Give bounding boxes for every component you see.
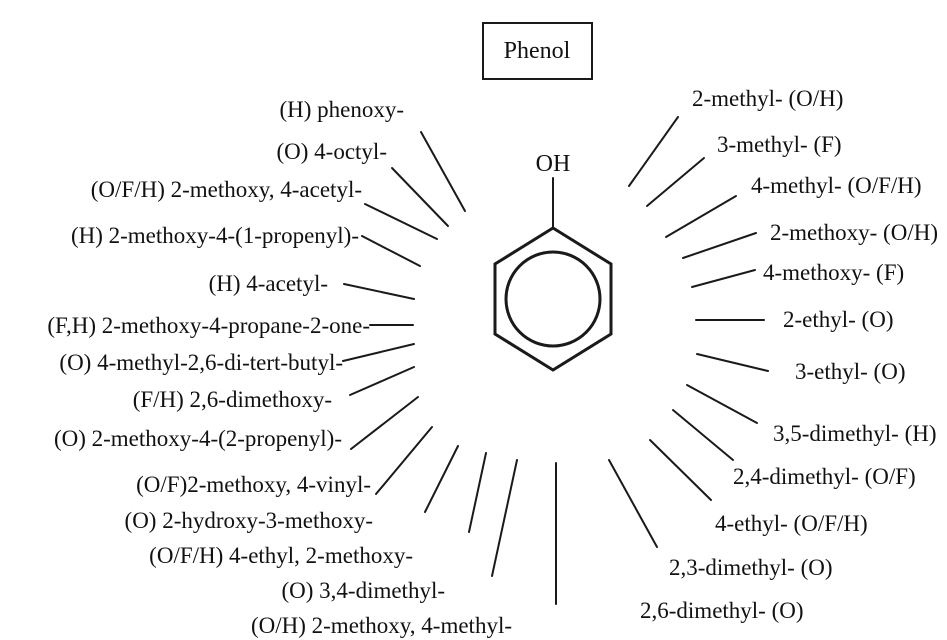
leader-line [491, 459, 518, 577]
right-substituent-label: 2,3-dimethyl- (O) [669, 555, 833, 580]
right-substituent-label: 3-methyl- (F) [717, 132, 842, 157]
left-substituent-label: (F/H) 2,6-dimethoxy- [133, 387, 332, 412]
left-substituent-label: (O) 4-methyl-2,6-di-tert-butyl- [59, 350, 343, 375]
left-substituent-label: (O) 2-methoxy-4-(2-propenyl)- [54, 426, 342, 451]
leader-line [649, 439, 712, 501]
right-substituent-label: 2-methyl- (O/H) [692, 86, 843, 111]
left-substituent-label: (O/H) 2-methoxy, 4-methyl- [251, 613, 512, 638]
hydroxyl-label: OH [536, 151, 571, 177]
right-substituent-label: 4-methoxy- (F) [763, 260, 904, 285]
right-substituent-label: 3,5-dimethyl- (H) [773, 421, 937, 446]
right-substituent-label: 2-methoxy- (O/H) [770, 220, 938, 245]
benzene-ring-hexagon [493, 226, 613, 372]
left-substituent-label: (O) 3,4-dimethyl- [281, 578, 445, 603]
right-substituent-label: 2-ethyl- (O) [783, 307, 894, 332]
leader-line [391, 167, 449, 227]
leader-line [682, 232, 757, 259]
page-title: Phenol [504, 38, 571, 64]
left-substituent-label: (H) 4-acetyl- [209, 271, 328, 296]
leader-line [364, 203, 438, 240]
left-substituent-label: (O/F)2-methoxy, 4-vinyl- [136, 472, 371, 497]
left-substituent-label: (F,H) 2-methoxy-4-propane-2-one- [47, 313, 370, 338]
left-substituent-label: (O/F/H) 4-ethyl, 2-methoxy- [149, 543, 413, 568]
left-substituent-label: (O) 4-octyl- [277, 139, 388, 164]
leader-line [342, 343, 415, 362]
leader-line [628, 116, 679, 187]
left-substituent-label: (H) phenoxy- [279, 97, 404, 122]
leader-line [468, 452, 487, 533]
leader-line [686, 384, 758, 424]
leader-line [350, 396, 419, 450]
leader-line [691, 269, 756, 288]
right-substituent-label: 4-methyl- (O/F/H) [751, 173, 922, 198]
leader-line [646, 157, 705, 207]
leader-line [420, 131, 466, 212]
left-substituent-label: (H) 2-methoxy-4-(1-propenyl)- [71, 223, 359, 248]
left-substituent-label: (O/F/H) 2-methoxy, 4-acetyl- [91, 177, 362, 202]
title-box [482, 22, 593, 80]
right-substituent-label: 4-ethyl- (O/F/H) [715, 511, 868, 536]
right-substituent-label: 2,6-dimethyl- (O) [640, 598, 804, 623]
leader-line [672, 409, 734, 461]
leader-line [349, 366, 415, 396]
leader-line [361, 235, 421, 267]
leader-line [665, 195, 737, 238]
right-substituent-label: 3-ethyl- (O) [795, 359, 906, 384]
leader-line [375, 426, 433, 495]
right-substituent-label: 2,4-dimethyl- (O/F) [733, 464, 916, 489]
leader-line [343, 283, 415, 300]
left-substituent-label: (O) 2-hydroxy-3-methoxy- [125, 508, 373, 533]
benzene-ring-aromatic-circle [504, 250, 602, 348]
leader-line [696, 353, 769, 372]
leader-line [608, 459, 658, 548]
leader-line [424, 445, 459, 513]
